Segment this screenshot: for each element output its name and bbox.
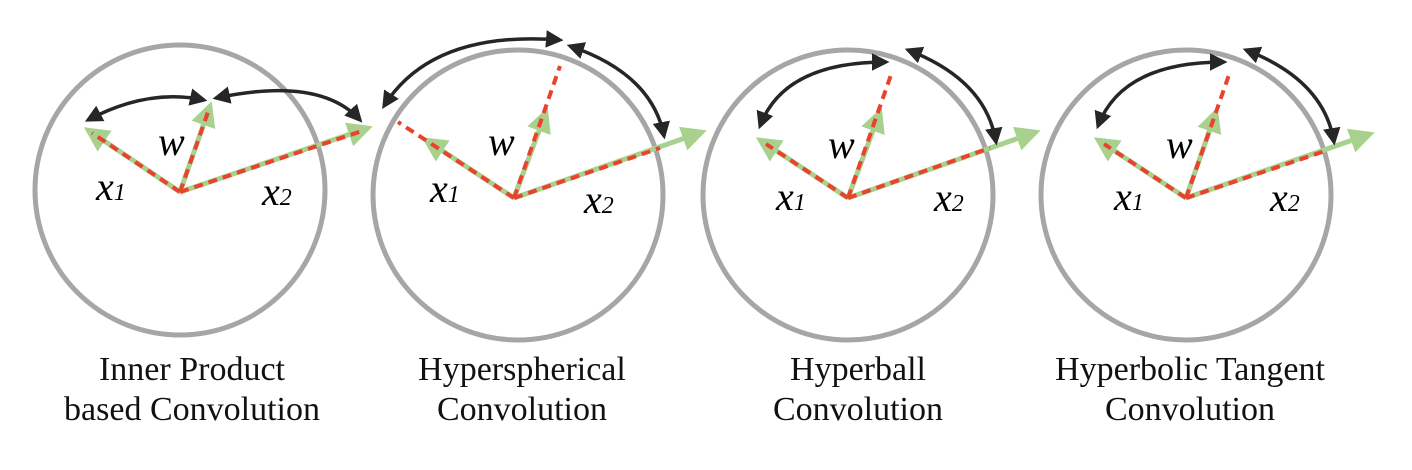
x2-dashed — [847, 146, 991, 200]
angle-arc-w-x2 — [1242, 46, 1341, 146]
unit-circle — [1038, 47, 1334, 343]
panel-hyperspherical: w x1 x2 Hyperspherical Convolution — [370, 30, 707, 428]
w-label: w — [1166, 122, 1193, 167]
panel-inner-product: w x1 x2 Inner Product based Convolution — [32, 42, 373, 428]
angle-arc-w-x2 — [566, 42, 670, 140]
x1-label: x1 — [429, 166, 460, 211]
angle-arc-x1-w — [1094, 53, 1228, 130]
x2-label: x2 — [583, 177, 614, 222]
panel-hyperbolic-tangent: w x1 x2 Hyperbolic Tangent Convolution — [1038, 46, 1375, 428]
x2-label: x2 — [933, 175, 964, 220]
unit-circle — [700, 47, 996, 343]
panel-hyperball: w x1 x2 Hyperball Convolution — [700, 46, 1041, 428]
x2-dashed — [513, 146, 661, 200]
x1-dashed — [1102, 142, 1188, 200]
angle-arc-x1-w — [382, 30, 564, 109]
x1-label: x1 — [1113, 174, 1144, 219]
x1-dashed — [396, 120, 516, 200]
w-label: w — [488, 119, 515, 164]
x1-label: x1 — [775, 174, 806, 219]
panel-caption-line2: Convolution — [1105, 391, 1275, 428]
x1-label: x1 — [95, 164, 126, 209]
panel-caption-line1: Hyperbolic Tangent — [1055, 351, 1325, 388]
unit-circle — [32, 42, 328, 338]
panel-caption-line2: Convolution — [773, 391, 943, 428]
panel-caption-line1: Hyperball — [790, 351, 926, 388]
angle-arc-w-x2 — [212, 86, 363, 123]
w-label: w — [828, 122, 855, 167]
x2-dashed — [179, 129, 363, 194]
x2-dashed — [1185, 148, 1329, 200]
x1-dashed — [764, 142, 850, 200]
panel-caption-line1: Inner Product — [99, 351, 286, 388]
x1-dashed — [90, 131, 182, 194]
panel-caption-line2: Convolution — [437, 391, 607, 428]
angle-arc-w-x2 — [904, 46, 1003, 146]
panel-caption-line2: based Convolution — [64, 391, 320, 428]
angle-arc-x1-w — [756, 53, 890, 130]
panel-caption-line1: Hyperspherical — [418, 351, 626, 388]
x2-vector — [513, 126, 707, 201]
x2-label: x2 — [1269, 175, 1300, 220]
w-dashed — [512, 65, 562, 199]
w-label: w — [158, 119, 185, 164]
x2-label: x2 — [261, 169, 292, 214]
angle-arc-x1-w — [84, 88, 208, 122]
